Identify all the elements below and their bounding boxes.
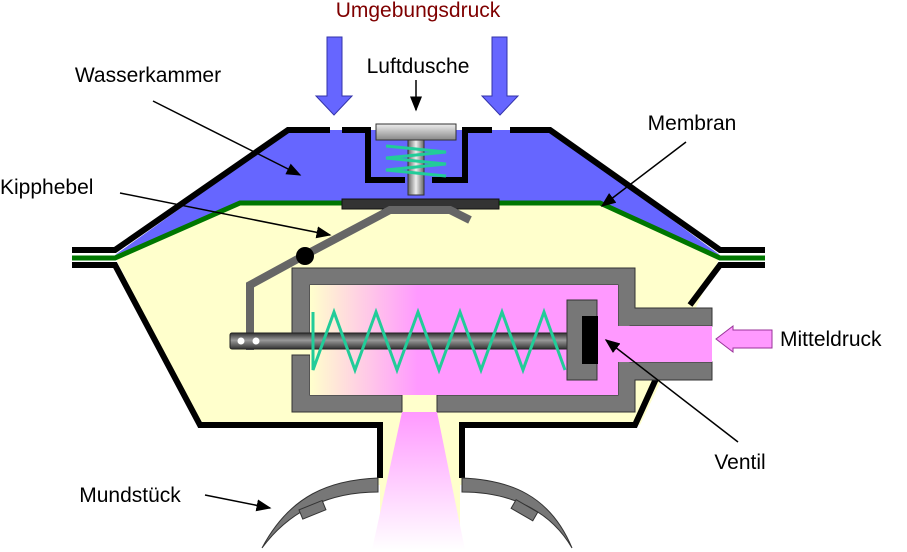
- pointer-ventil: [604, 339, 739, 443]
- housing-top-right: [510, 127, 765, 253]
- valve-spring: [311, 307, 567, 375]
- ventil-label: Ventil: [714, 451, 765, 474]
- medium-pressure-inlet: [600, 326, 712, 362]
- mouthpiece-left-tab: [298, 499, 327, 520]
- mouthpiece-left: [261, 477, 379, 549]
- medium-pressure-arrow: [715, 324, 773, 354]
- luftdusche-cap: [375, 123, 457, 141]
- mouthpiece-right-tab: [510, 498, 539, 522]
- luftdusche-label: Luftdusche: [367, 55, 470, 78]
- title-label: Umgebungsdruck: [336, 0, 501, 22]
- pointer-kipphebel: [119, 192, 332, 239]
- kipphebel-label: Kipphebel: [0, 176, 93, 199]
- pointer-wasserkammer: [152, 100, 302, 176]
- luftdusche-spring: [385, 144, 447, 178]
- luftdusche-cup-right: [432, 127, 492, 183]
- rod-hole: [237, 337, 245, 345]
- rod-hole: [252, 337, 260, 345]
- air-jet: [372, 412, 465, 550]
- mouthpiece-right: [461, 477, 573, 549]
- wasserkammer-label: Wasserkammer: [75, 64, 221, 87]
- pointer-mundstueck: [204, 494, 272, 512]
- mundstueck-label: Mundstück: [79, 484, 181, 507]
- housing-top-left: [72, 127, 330, 253]
- ambient-pressure-arrow-left: [314, 36, 354, 116]
- housing-bottom-right-lower: [459, 368, 663, 478]
- valve-seal: [582, 316, 598, 364]
- tilt-lever: [246, 206, 472, 350]
- housing-bottom-left: [72, 262, 383, 478]
- pointer-membran: [600, 141, 687, 207]
- lever-pivot: [296, 247, 314, 265]
- mitteldruck-label: Mitteldruck: [780, 328, 882, 351]
- valve-rod: [229, 332, 576, 350]
- membran-label: Membran: [648, 112, 737, 135]
- housing-bottom-right: [687, 262, 765, 307]
- luftdusche-cup: [342, 127, 405, 183]
- ambient-pressure-arrow-right: [480, 36, 520, 116]
